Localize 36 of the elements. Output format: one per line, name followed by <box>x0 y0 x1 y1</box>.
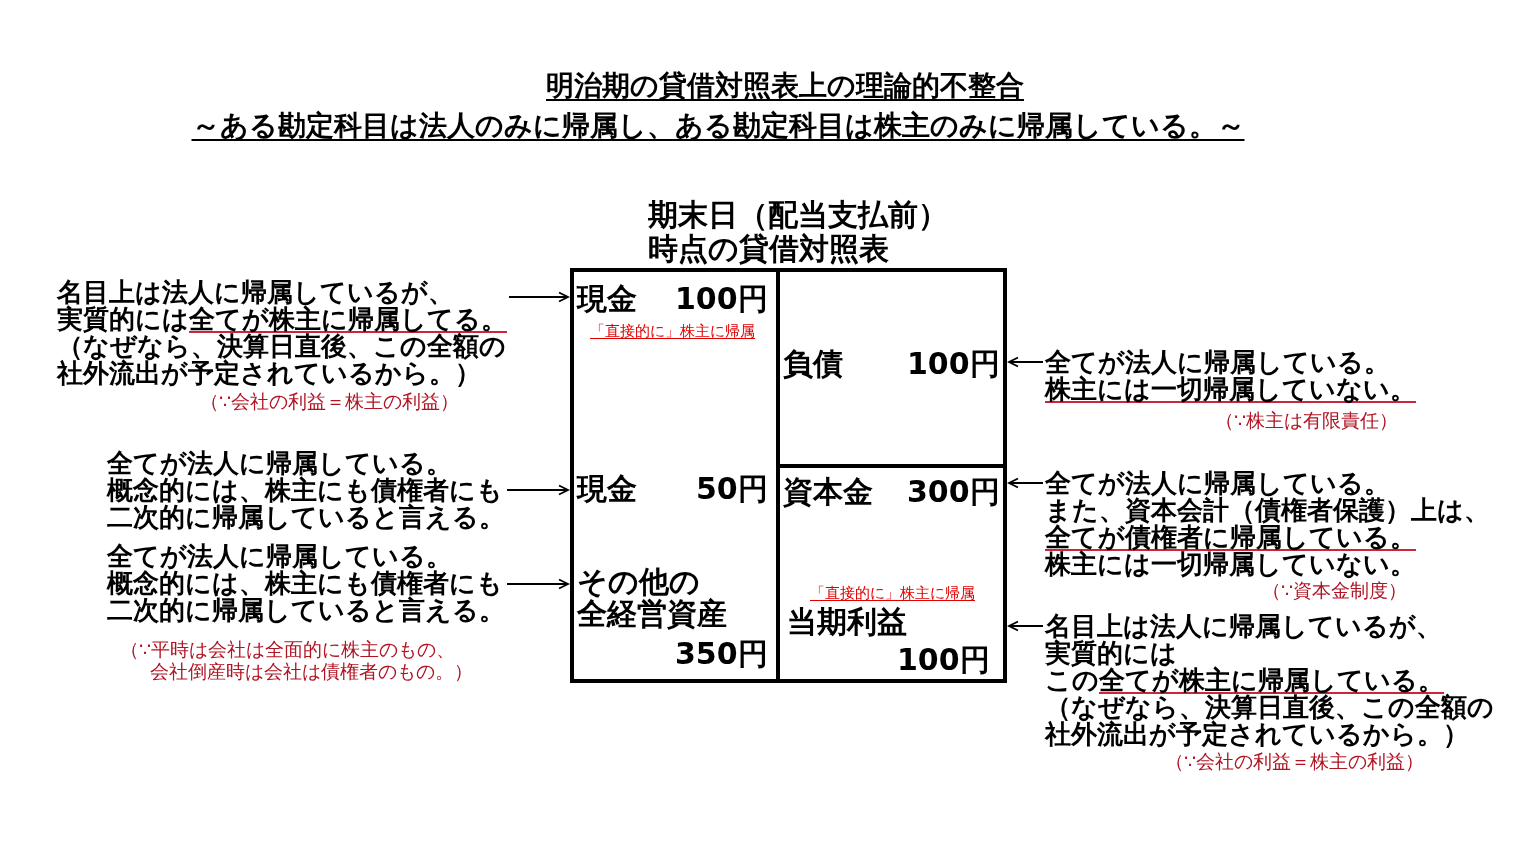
account-name: その他の全経営資産 <box>577 566 727 630</box>
annotation-text: 名目上は法人に帰属しているが、実質的にはこの全てが株主に帰属している。 <box>1045 613 1444 694</box>
arrow <box>1008 620 1044 632</box>
account-name: 現金 <box>577 473 637 505</box>
arrow <box>508 291 569 303</box>
arrow <box>1008 356 1044 368</box>
title: 明治期の貸借対照表上の理論的不整合 <box>546 70 1024 102</box>
note: 「直接的に」株主に帰属 <box>810 584 975 602</box>
reason-note: （∵会社の利益＝株主の利益） <box>1165 750 1425 772</box>
account-name: 現金 <box>577 283 637 315</box>
subtitle: ～ある勘定科目は法人のみに帰属し、ある勘定科目は株主のみに帰属している。～ <box>191 110 1245 142</box>
account-name: 負債 <box>783 348 843 380</box>
reason-note: （∵資本金制度） <box>1262 579 1408 601</box>
annotation-text: 全てが法人に帰属している。株主には一切帰属していない。 <box>1045 349 1416 403</box>
table-heading: 期末日（配当支払前）時点の貸借対照表 <box>648 198 948 266</box>
account-name: 当期利益 <box>787 606 907 638</box>
reason-note: （∵会社の利益＝株主の利益） <box>200 390 460 412</box>
reason-note: （∵株主は有限責任） <box>1215 409 1399 431</box>
amount: 50円 <box>696 473 768 505</box>
annotation-text: 全てが法人に帰属している。また、資本会計（債権者保護）上は、全てが債権者に帰属している。株主には一切帰属していない。 <box>1045 470 1490 578</box>
amount: 300円 <box>907 476 1000 508</box>
annotation-text: 全てが法人に帰属している。概念的には、株主にも債権者にも二次的に帰属していると言える。 <box>107 450 505 531</box>
note: 「直接的に」株主に帰属 <box>590 322 755 340</box>
arrow <box>506 578 569 590</box>
annotation-text: （なぜなら、決算日直後、この全額の社外流出が予定されているから。） <box>1045 694 1494 748</box>
amount: 350円 <box>675 638 768 670</box>
annotation-text: （なぜなら、決算日直後、この全額の社外流出が予定されているから。） <box>57 333 506 387</box>
annotation-text: 全てが法人に帰属している。概念的には、株主にも債権者にも二次的に帰属していると言える。 <box>107 543 505 624</box>
amount: 100円 <box>907 348 1000 380</box>
reason-note: （∵平時は会社は全面的に株主のもの、会社倒産時は会社は債権者のもの。） <box>120 638 474 682</box>
amount: 100円 <box>897 644 990 676</box>
arrow <box>1008 477 1044 489</box>
account-name: 資本金 <box>783 476 873 508</box>
arrow <box>506 484 569 496</box>
amount: 100円 <box>675 283 768 315</box>
annotation-text: 名目上は法人に帰属しているが、実質的には全てが株主に帰属してる。 <box>57 279 507 333</box>
